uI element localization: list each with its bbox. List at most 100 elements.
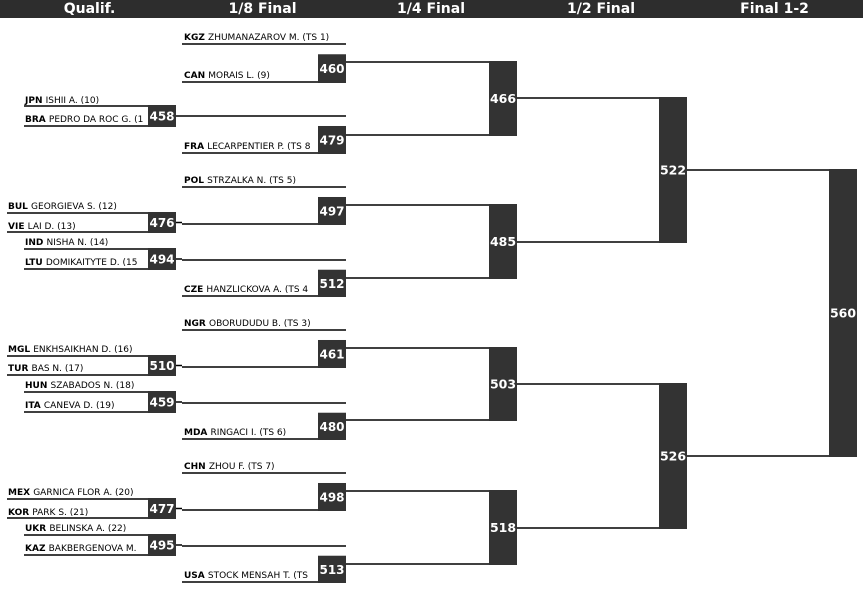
qualif-athlete-name: SZABADOS N. (18)	[51, 381, 135, 391]
qualif-athlete-name: NISHA N. (14)	[47, 238, 109, 248]
qualif-athlete: JPN ISHII A. (10)	[24, 96, 99, 106]
eighth-final-athlete: CZE HANZLICKOVA A. (TS 4	[184, 285, 308, 295]
eighth-final-athlete-country: MDA	[184, 428, 211, 438]
eighth-final-athlete-country: FRA	[184, 142, 207, 152]
qualif-bout-box-number: 458	[149, 110, 174, 124]
eighth-final-bout-box	[318, 555, 346, 583]
eighth-final-bout-box-number: 480	[319, 420, 344, 434]
qualif-athlete-country: BRA	[25, 115, 49, 125]
eighth-final-bout-box-number: 513	[319, 563, 344, 577]
eighth-final-bout-box	[318, 196, 346, 225]
eighth-final-athlete-country: CHN	[184, 462, 209, 472]
quarter-final-bout-box	[489, 347, 517, 421]
qualif-athlete-name: BAKBERGENOVA M.	[49, 544, 137, 554]
qualif-athlete-name: GARNICA FLOR A. (20)	[33, 488, 133, 498]
round-header-qualif: Qualif.	[63, 1, 116, 17]
quarter-final-bout-box-number: 518	[490, 520, 516, 535]
qualif-athlete-country: VIE	[8, 222, 28, 232]
qualif-bout-box	[148, 355, 176, 376]
qualif-athlete: BUL GEORGIEVA S. (12)	[8, 202, 117, 212]
round-header-final: Final 1-2	[740, 1, 809, 17]
qualif-athlete-name: GEORGIEVA S. (12)	[31, 202, 117, 212]
qualif-athlete-name: BAS N. (17)	[32, 364, 84, 374]
eighth-final-athlete: KGZ ZHUMANAZAROV M. (TS 1)	[184, 33, 329, 43]
eighth-final-bout-box-number: 498	[319, 490, 344, 504]
qualif-athlete-country: IND	[25, 238, 47, 248]
qualif-athlete: KAZ BAKBERGENOVA M.	[25, 544, 137, 554]
qualif-athlete: KOR PARK S. (21)	[8, 508, 88, 518]
eighth-final-athlete-name: RINGACI I. (TS 6)	[211, 428, 287, 438]
semi-final-bout-box-number: 522	[660, 163, 686, 178]
quarter-final-bout-box-number: 466	[490, 91, 516, 106]
eighth-final-athlete: USA STOCK MENSAH T. (TS	[184, 571, 308, 581]
quarter-final-bout-box-number: 485	[490, 234, 516, 249]
eighth-final-athlete: FRA LECARPENTIER P. (TS 8	[184, 142, 311, 152]
qualif-bout-box	[148, 248, 176, 270]
qualif-bout-box	[148, 212, 176, 233]
qualif-athlete-name: DOMIKAITYTE D. (15	[46, 258, 138, 268]
qualif-athlete: LTU DOMIKAITYTE D. (15	[25, 258, 137, 268]
quarter-final-bout-box-number: 503	[490, 377, 516, 392]
quarter-final-bout-box	[489, 490, 517, 565]
eighth-final-athlete: MDA RINGACI I. (TS 6)	[184, 428, 286, 438]
eighth-final-bout-box	[318, 412, 346, 440]
qualif-athlete-name: CANEVA D. (19)	[44, 401, 115, 411]
eighth-final-athlete-country: NGR	[184, 319, 209, 329]
qualif-bout-box	[148, 534, 176, 556]
qualif-bout-box-number: 495	[149, 539, 174, 553]
qualif-bout-box	[148, 498, 176, 519]
eighth-final-bout-box	[318, 482, 346, 511]
qualif-athlete-name: LAI D. (13)	[28, 222, 76, 232]
semi-final-bout-box-number: 526	[660, 449, 686, 464]
qualif-bout-box-number: 476	[149, 216, 174, 230]
eighth-final-bout-box-number: 512	[319, 277, 344, 291]
round-header-bar: Qualif. 1/8 Final 1/4 Final 1/2 Final Fi…	[0, 0, 863, 18]
qualif-athlete: IND NISHA N. (14)	[25, 238, 108, 248]
eighth-final-athlete-name: HANZLICKOVA A. (TS 4	[206, 285, 308, 295]
qualif-bout-box	[148, 105, 176, 127]
eighth-final-athlete-country: POL	[184, 176, 207, 186]
qualif-athlete-country: UKR	[25, 524, 49, 534]
qualif-bout-box-number: 494	[149, 253, 174, 267]
quarter-final-bout-box	[489, 204, 517, 279]
round-header-eighth-final: 1/8 Final	[228, 1, 297, 17]
eighth-final-athlete-name: ZHUMANAZAROV M. (TS 1)	[208, 33, 329, 43]
eighth-final-athlete-country: USA	[184, 571, 208, 581]
eighth-final-bout-box-number: 461	[319, 347, 344, 361]
qualif-athlete-country: MGL	[8, 345, 33, 355]
qualif-bout-box	[148, 391, 176, 413]
qualif-athlete-country: MEX	[8, 488, 33, 498]
round-header-quarter-final: 1/4 Final	[396, 1, 466, 17]
eighth-final-athlete-name: OBORUDUDU B. (TS 3)	[209, 319, 311, 329]
qualif-athlete-country: HUN	[25, 381, 51, 391]
eighth-final-bout-box-number: 479	[319, 133, 344, 147]
qualif-athlete-country: KOR	[8, 508, 32, 518]
eighth-final-bout-box	[318, 339, 346, 368]
qualif-bout-box-number: 477	[149, 502, 174, 516]
eighth-final-athlete-country: CZE	[184, 285, 206, 295]
qualif-athlete-name: BELINSKA A. (22)	[49, 524, 126, 534]
eighth-final-athlete-name: LECARPENTIER P. (TS 8	[207, 142, 311, 152]
qualif-athlete-name: ISHII A. (10)	[46, 96, 100, 106]
eighth-final-athlete-name: MORAIS L. (9)	[208, 71, 270, 81]
eighth-final-athlete-name: STOCK MENSAH T. (TS	[208, 571, 308, 581]
eighth-final-athlete: NGR OBORUDUDU B. (TS 3)	[184, 319, 311, 329]
qualif-athlete: UKR BELINSKA A. (22)	[25, 524, 126, 534]
eighth-final-athlete-name: STRZALKA N. (TS 5)	[207, 176, 296, 186]
eighth-final-bout-box	[318, 269, 346, 297]
eighth-final-athlete: POL STRZALKA N. (TS 5)	[184, 176, 296, 186]
qualif-athlete: VIE LAI D. (13)	[8, 222, 76, 232]
eighth-final-bout-box	[318, 54, 346, 83]
qualif-athlete-name: ENKHSAIKHAN D. (16)	[33, 345, 132, 355]
semi-final-bout-box	[659, 97, 687, 243]
eighth-final-athlete: CAN MORAIS L. (9)	[184, 71, 270, 81]
final-bout-box-number: 560	[830, 306, 856, 321]
qualif-athlete: BRA PEDRO DA ROC G. (1	[25, 115, 143, 125]
semi-final-bout-box	[659, 383, 687, 529]
qualif-athlete-country: KAZ	[25, 544, 49, 554]
qualif-athlete-name: PARK S. (21)	[32, 508, 88, 518]
final-bout-box	[829, 169, 857, 457]
qualif-athlete-country: BUL	[8, 202, 31, 212]
qualif-bout-box-number: 510	[149, 359, 174, 373]
